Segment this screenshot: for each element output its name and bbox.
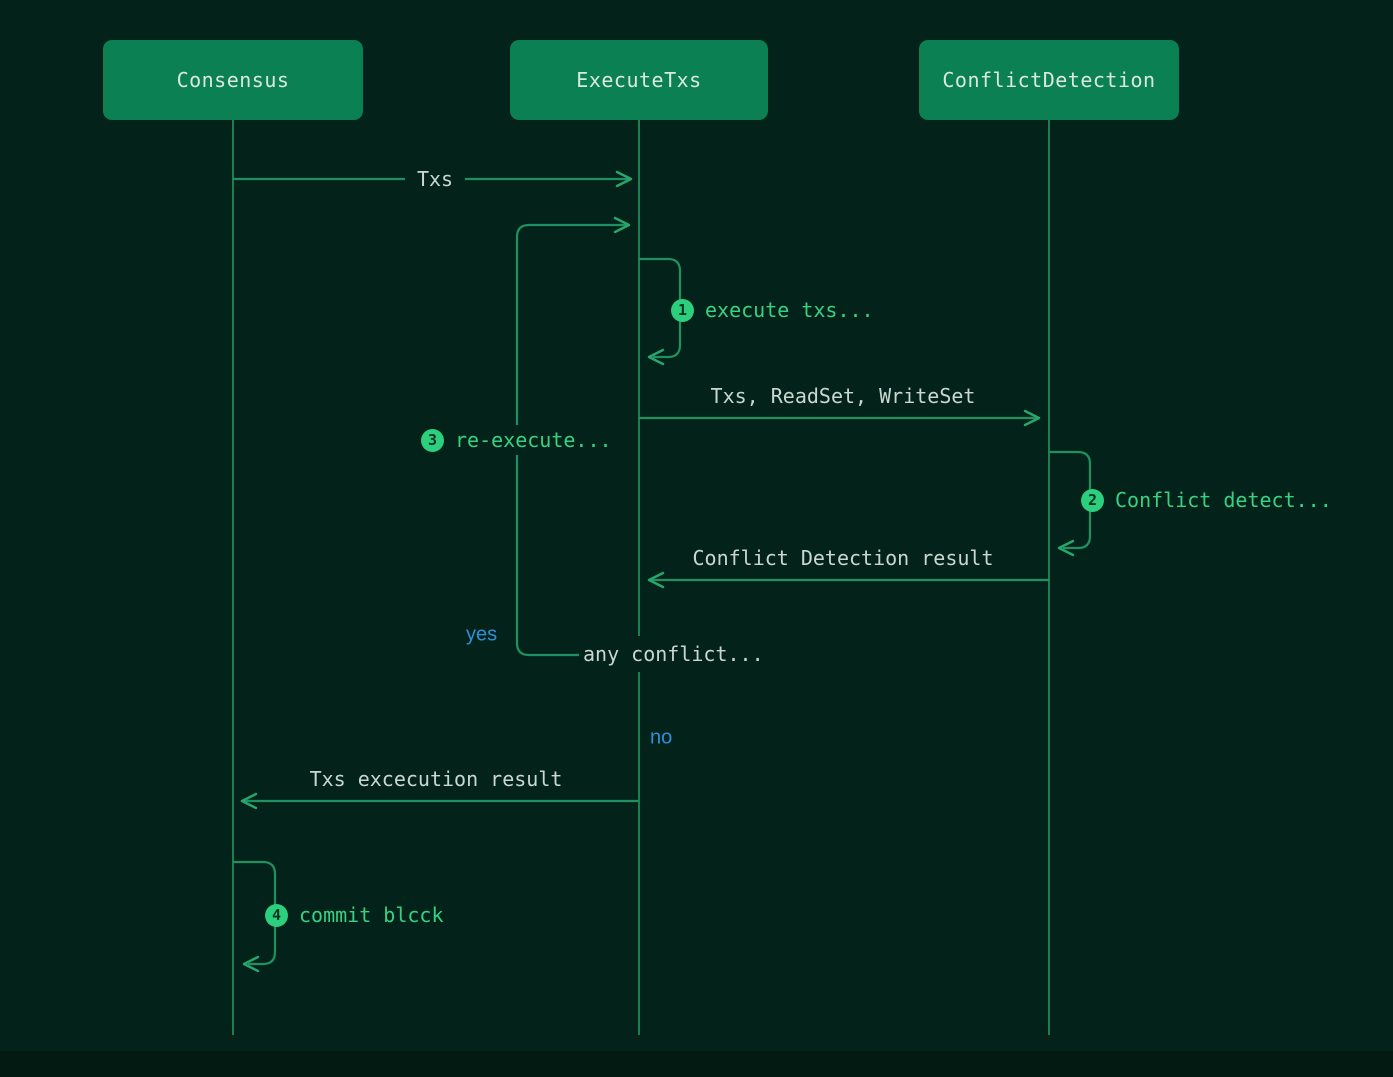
arrowhead-execute-txs xyxy=(647,348,665,366)
step-3-label: re-execute... xyxy=(455,428,612,452)
arrowhead-conflict-result xyxy=(647,571,665,589)
step-1-badge: 1 xyxy=(671,298,694,322)
step-4-badge: 4 xyxy=(265,903,288,927)
step-execute-txs: 1 execute txs... xyxy=(671,298,874,322)
arrowhead-txs xyxy=(615,170,633,188)
message-label-execution-result: Txs excecution result xyxy=(309,767,563,791)
step-commit-block: 4 commit blcck xyxy=(265,903,444,927)
branch-no-label: no xyxy=(650,726,673,749)
actor-consensus: Consensus xyxy=(103,40,363,120)
actor-executetxs: ExecuteTxs xyxy=(510,40,768,120)
message-label-txs: Txs xyxy=(404,163,466,195)
actor-consensus-label: Consensus xyxy=(176,68,290,92)
step-3-badge: 3 xyxy=(421,428,444,452)
actor-conflictdetection-label: ConflictDetection xyxy=(942,68,1156,92)
step-1-label: execute txs... xyxy=(705,298,874,322)
step-4-label: commit blcck xyxy=(299,903,444,927)
actor-conflictdetection: ConflictDetection xyxy=(919,40,1179,120)
bottom-edge-strip xyxy=(0,1051,1393,1077)
arrowhead-execution-result xyxy=(240,792,258,810)
arrowhead-commit-block xyxy=(242,955,260,973)
decision-any-conflict: any conflict... xyxy=(579,636,768,672)
actor-executetxs-label: ExecuteTxs xyxy=(576,68,702,92)
step-conflict-detect: 2 Conflict detect... xyxy=(1081,488,1332,512)
arrowhead-readset-writeset xyxy=(1023,409,1041,427)
message-label-conflict-result: Conflict Detection result xyxy=(692,546,994,570)
branch-yes-label: yes xyxy=(466,623,498,646)
arrowhead-conflict-detect xyxy=(1057,539,1075,557)
step-2-label: Conflict detect... xyxy=(1115,488,1332,512)
step-2-badge: 2 xyxy=(1081,488,1104,512)
step-re-execute: 3 re-execute... xyxy=(415,425,618,455)
arrowhead-loop xyxy=(613,216,631,234)
message-label-readset-writeset: Txs, ReadSet, WriteSet xyxy=(710,384,976,408)
